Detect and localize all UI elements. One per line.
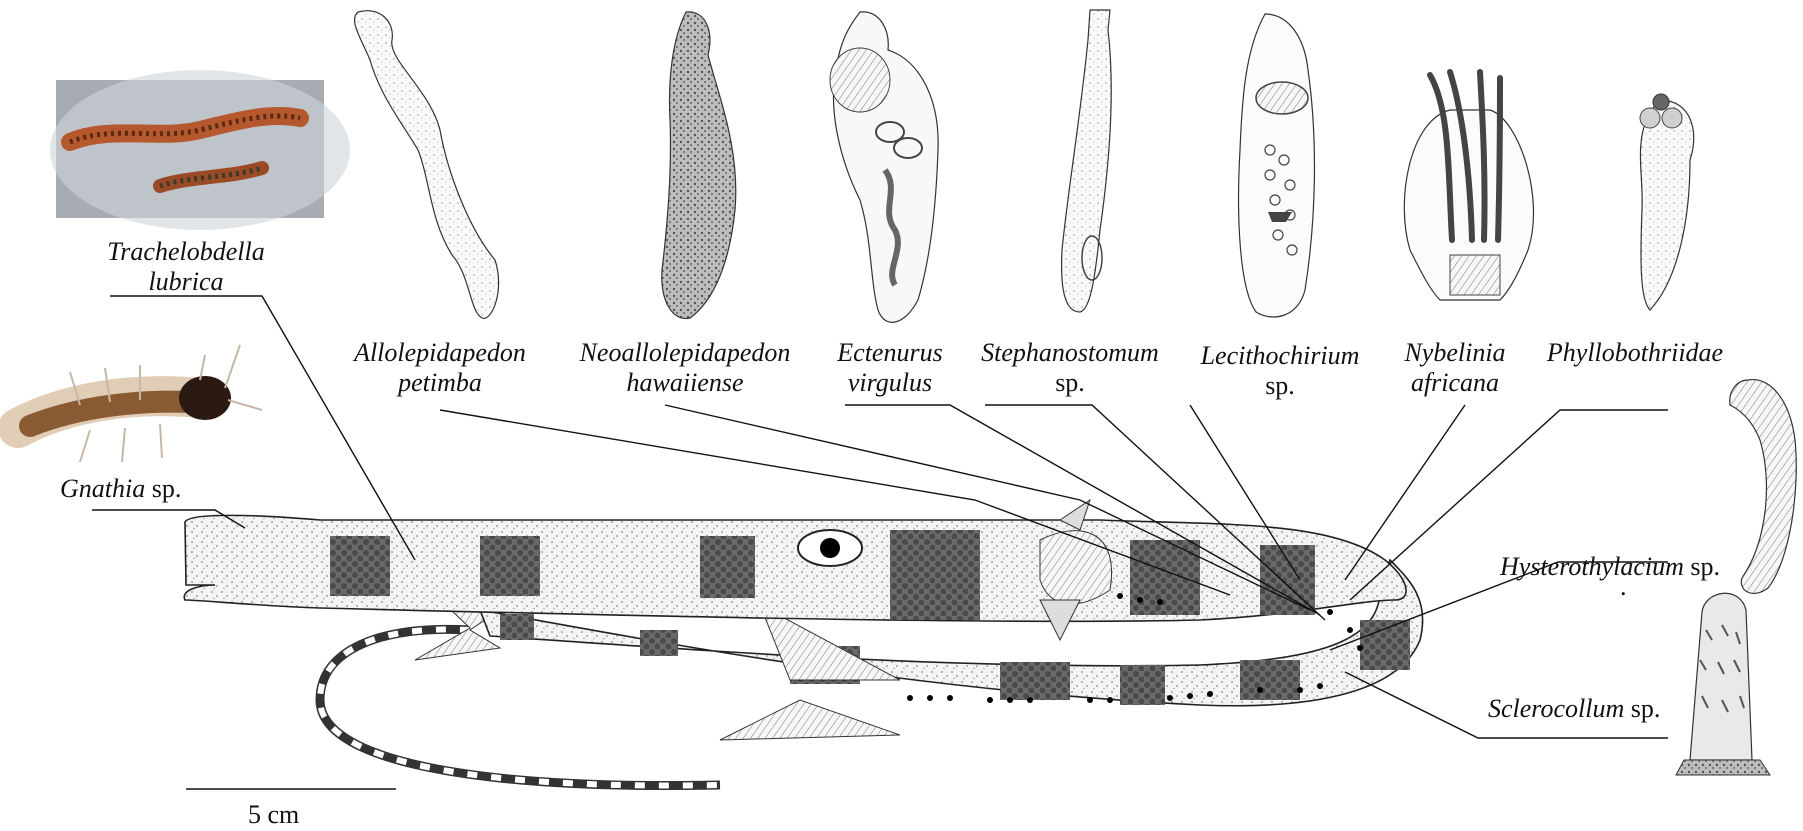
phyllobothriidae-drawing xyxy=(1640,94,1694,310)
label-trachelobdella-line2: lubrica xyxy=(96,267,276,297)
nybelinia-drawing xyxy=(1404,72,1533,300)
label-lecithochirium-line1: Lecithochirium xyxy=(1185,341,1375,371)
label-stephanostomum: Stephanostomum sp. xyxy=(965,338,1175,398)
leech-photo xyxy=(50,70,350,230)
label-hysterothylacium-sp: sp. xyxy=(1684,552,1720,581)
label-ectenurus: Ectenurus virgulus xyxy=(825,338,955,398)
label-hysterothylacium-genus: Hysterothylacium xyxy=(1500,552,1684,581)
label-neoallolepidapedon: Neoallolepidapedon hawaiiense xyxy=(560,338,810,398)
label-sclerocollum: Sclerocollum sp. xyxy=(1488,694,1660,724)
label-ectenurus-line2: virgulus xyxy=(825,368,955,398)
sclerocollum-drawing xyxy=(1676,593,1770,775)
lecithochirium-drawing xyxy=(1239,14,1315,317)
label-neoallolepidapedon-line2: hawaiiense xyxy=(560,368,810,398)
neoallolepidapedon-drawing xyxy=(662,12,736,319)
cornetfish-host-illustration xyxy=(184,500,1422,786)
label-trachelobdella-line1: Trachelobdella xyxy=(96,237,276,267)
ectenurus-drawing xyxy=(830,12,938,322)
label-gnathia-genus: Gnathia xyxy=(60,474,145,503)
label-stephanostomum-line2: sp. xyxy=(965,368,1175,398)
label-trachelobdella: Trachelobdella lubrica xyxy=(96,237,276,297)
label-lecithochirium-line2: sp. xyxy=(1185,371,1375,401)
label-neoallolepidapedon-line1: Neoallolepidapedon xyxy=(560,338,810,368)
label-phyllobothriidae: Phyllobothriidae xyxy=(1535,338,1735,368)
hysterothylacium-drawing xyxy=(1730,380,1797,594)
stephanostomum-drawing xyxy=(1062,10,1112,312)
allolepidapedon-drawing xyxy=(355,11,499,319)
label-hysterothylacium-dot: . xyxy=(1620,572,1627,602)
label-allolepidapedon-line1: Allolepidapedon xyxy=(330,338,550,368)
label-allolepidapedon-line2: petimba xyxy=(330,368,550,398)
scale-bar-label: 5 cm xyxy=(248,800,299,830)
label-allolepidapedon: Allolepidapedon petimba xyxy=(330,338,550,398)
label-ectenurus-line1: Ectenurus xyxy=(825,338,955,368)
label-gnathia: Gnathia sp. xyxy=(60,474,181,504)
label-nybelinia: Nybelinia africana xyxy=(1390,338,1520,398)
label-sclerocollum-sp: sp. xyxy=(1624,694,1660,723)
gnathia-isopod-photo xyxy=(18,345,262,462)
label-hysterothylacium: Hysterothylacium sp. xyxy=(1500,552,1720,582)
label-lecithochirium: Lecithochirium sp. xyxy=(1185,341,1375,401)
label-nybelinia-line2: africana xyxy=(1390,368,1520,398)
label-nybelinia-line1: Nybelinia xyxy=(1390,338,1520,368)
label-sclerocollum-genus: Sclerocollum xyxy=(1488,694,1624,723)
label-gnathia-sp: sp. xyxy=(145,474,181,503)
label-stephanostomum-line1: Stephanostomum xyxy=(965,338,1175,368)
